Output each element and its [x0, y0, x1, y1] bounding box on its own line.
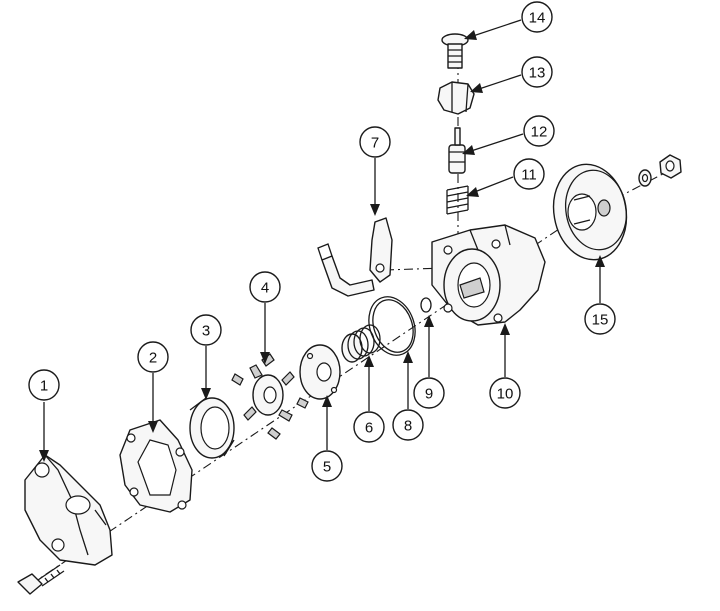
rear-cover-part [24, 454, 113, 566]
callout-3: 3 [190, 314, 222, 400]
pump-body-part [431, 224, 546, 326]
callout-number-2: 2 [149, 350, 157, 367]
callout-number-3: 3 [202, 323, 210, 340]
callout-number-10: 10 [497, 386, 514, 403]
callout-number-14: 14 [529, 10, 546, 27]
bolt-part [17, 564, 65, 595]
callout-13: 13 [470, 56, 553, 93]
callout-number-6: 6 [365, 420, 373, 437]
callout-15: 15 [584, 255, 616, 335]
callout-10: 10 [489, 323, 521, 409]
spring-part [341, 324, 381, 363]
pulley-part [552, 163, 628, 261]
gasket-part [119, 419, 193, 513]
callout-number-11: 11 [521, 167, 537, 184]
o-ring-large-part [368, 296, 416, 356]
pressure-plate-part [299, 344, 341, 400]
washer-part [638, 169, 652, 187]
valve-nut-part [437, 81, 475, 115]
callout-number-15: 15 [592, 312, 609, 329]
callout-4: 4 [249, 271, 281, 364]
callout-14: 14 [464, 1, 553, 40]
pulley-nut-part [659, 154, 682, 179]
callout-number-8: 8 [404, 418, 412, 435]
flow-control-valve-part [448, 127, 466, 174]
callout-6: 6 [353, 355, 385, 443]
callout-number-9: 9 [425, 386, 433, 403]
callout-7: 7 [359, 126, 391, 216]
callout-number-12: 12 [531, 124, 548, 141]
o-ring-small-part [420, 297, 432, 313]
callout-5: 5 [311, 395, 343, 482]
callout-number-13: 13 [529, 65, 546, 82]
callout-number-4: 4 [261, 280, 269, 297]
union-bolt-part [441, 33, 469, 69]
callout-number-7: 7 [371, 135, 379, 152]
callout-1: 1 [28, 369, 60, 462]
callout-2: 2 [137, 341, 169, 433]
rotor-with-vanes-part [231, 353, 309, 440]
callout-number-5: 5 [323, 459, 331, 476]
callout-number-1: 1 [40, 378, 48, 395]
cam-ring-part [189, 397, 235, 459]
callout-11: 11 [466, 158, 545, 197]
callout-9: 9 [413, 315, 445, 409]
callout-12: 12 [462, 115, 555, 155]
callout-8: 8 [392, 351, 424, 441]
bracket-hose-part [317, 217, 393, 297]
valve-spring-part [446, 185, 469, 215]
